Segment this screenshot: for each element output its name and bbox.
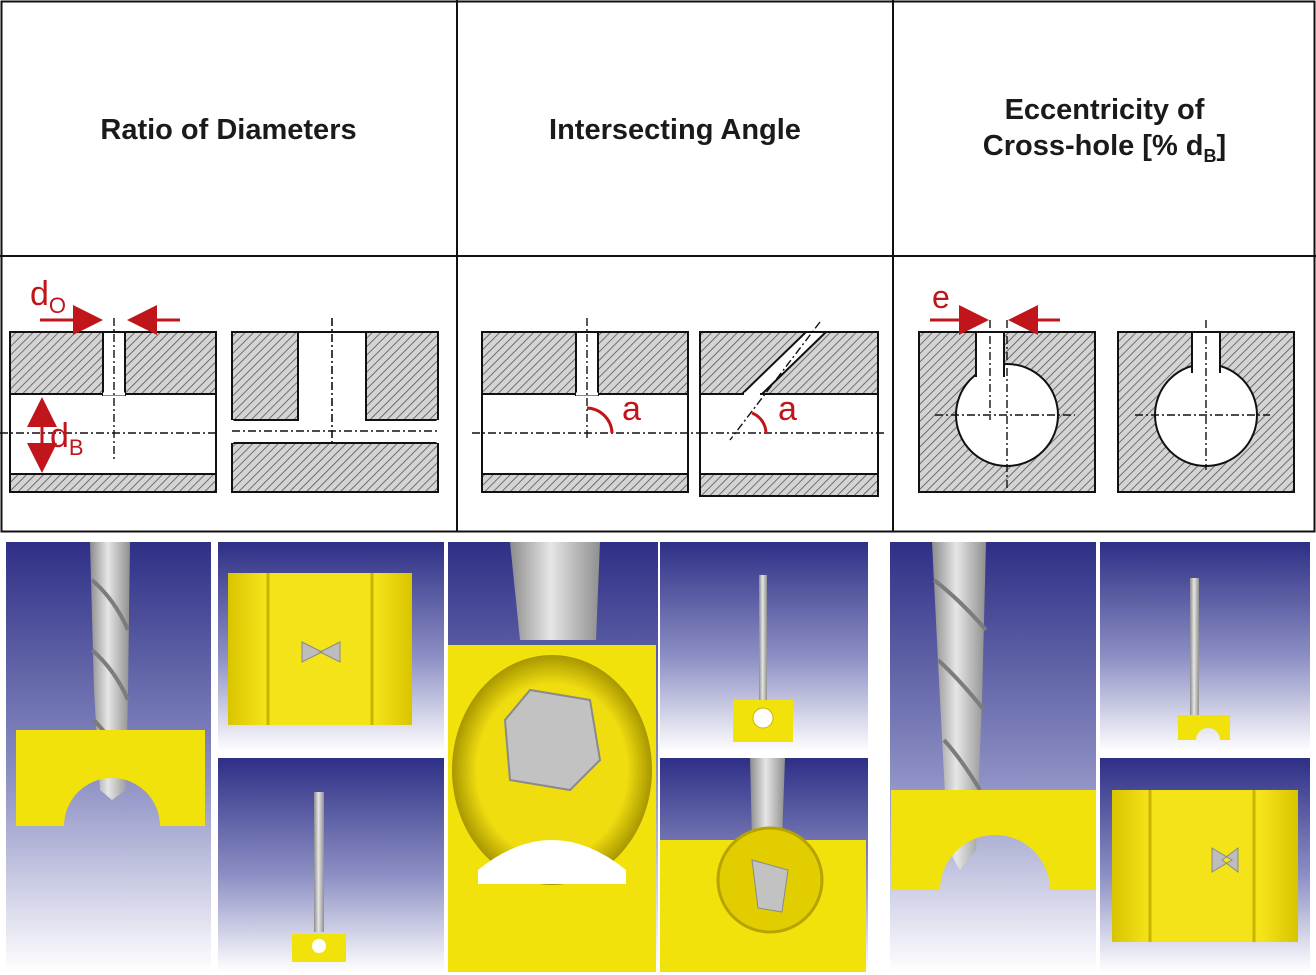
ratio-render-side bbox=[218, 758, 444, 972]
angle-render-front bbox=[448, 542, 658, 972]
header-ratio-of-diameters: Ratio of Diameters bbox=[100, 114, 357, 146]
header-eccentricity-line1: Eccentricity of bbox=[1004, 94, 1205, 126]
angle-render-side bbox=[660, 758, 868, 972]
header-intersecting-angle: Intersecting Angle bbox=[549, 114, 801, 146]
ratio-diagram-left bbox=[0, 305, 217, 493]
ratio-diagram-right bbox=[230, 318, 440, 493]
header-eccentricity: Eccentricity of Cross-hole [% dB] bbox=[893, 92, 1316, 174]
ratio-render-top bbox=[218, 542, 444, 752]
eccentricity-render-top bbox=[1100, 758, 1310, 972]
angle-a-label-2: a bbox=[778, 390, 797, 428]
eccentricity-render-side bbox=[1100, 542, 1310, 752]
eccentricity-render-front bbox=[890, 542, 1096, 972]
angle-diagram-left bbox=[472, 318, 700, 493]
angle-render-top bbox=[660, 542, 868, 752]
angle-diagram-right bbox=[699, 321, 885, 497]
d-o-label: dO bbox=[30, 275, 66, 318]
eccentricity-diagram-right bbox=[1117, 320, 1295, 493]
d-b-label: dB bbox=[50, 417, 84, 460]
e-label: e bbox=[932, 279, 950, 315]
header-eccentricity-line2: Cross-hole [% dB] bbox=[982, 130, 1227, 166]
ratio-render-front bbox=[6, 542, 211, 972]
table-grid: dO dB a a e bbox=[0, 0, 1316, 533]
eccentricity-diagram-left bbox=[918, 305, 1096, 493]
angle-a-label-1: a bbox=[622, 390, 641, 428]
